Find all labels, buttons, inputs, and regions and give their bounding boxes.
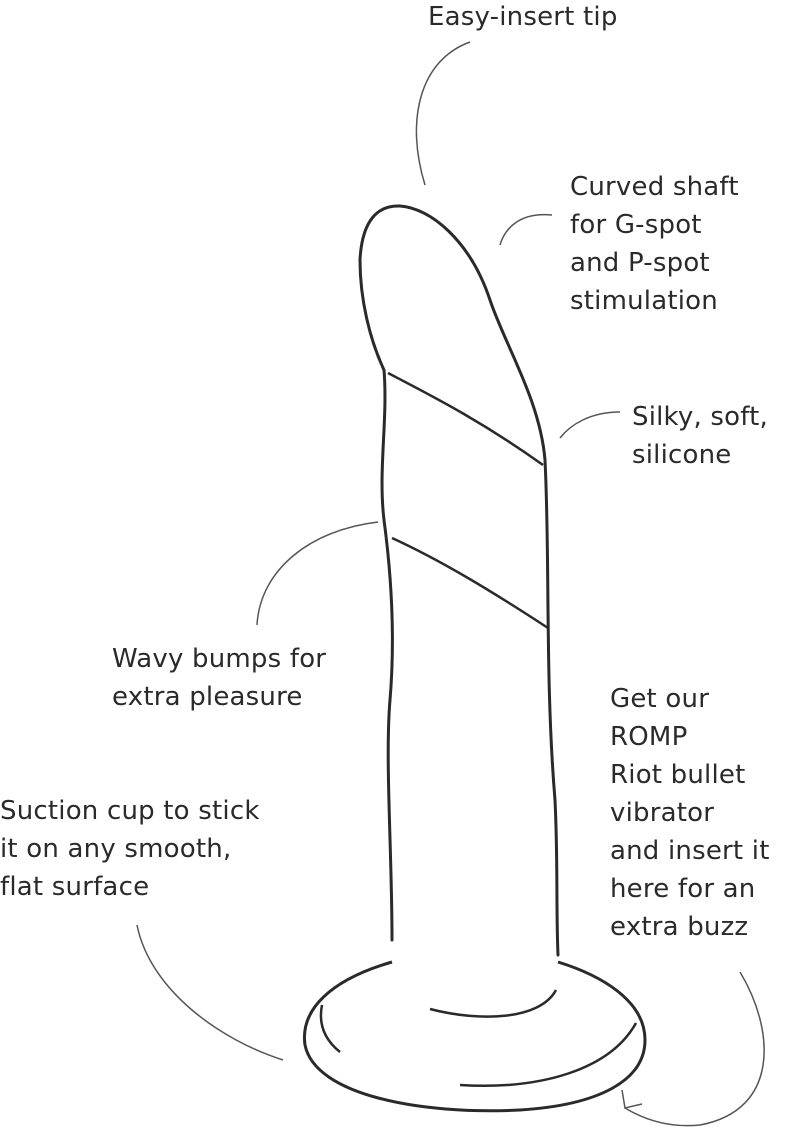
suction-base-outer-icon bbox=[302, 960, 647, 1113]
label-line: extra pleasure bbox=[112, 682, 303, 712]
leader-line-suction bbox=[136, 924, 284, 1061]
label-line: Curved shaft bbox=[570, 172, 739, 202]
arrowhead-icon bbox=[621, 1089, 643, 1109]
label-line: Wavy bumps for bbox=[112, 644, 327, 674]
label-line: extra buzz bbox=[610, 912, 749, 942]
label-line: it on any smooth, bbox=[0, 834, 232, 864]
label-line: stimulation bbox=[570, 286, 718, 316]
label-line: Riot bullet bbox=[610, 760, 746, 790]
leader-line-bullet bbox=[624, 971, 765, 1127]
label-line: Get our bbox=[610, 684, 710, 714]
label-line: vibrator bbox=[610, 798, 715, 828]
leader-line-tip bbox=[415, 41, 471, 186]
label-romp-riot-bullet: Get our ROMP Riot bullet vibrator and in… bbox=[610, 680, 770, 946]
label-line: and P-spot bbox=[570, 248, 710, 278]
label-line: ROMP bbox=[610, 722, 688, 752]
suction-base-inner-rim-icon bbox=[429, 989, 558, 1018]
leader-line-shaft bbox=[499, 213, 553, 246]
leader-line-silicone bbox=[559, 411, 621, 439]
label-line: Easy-insert tip bbox=[428, 2, 618, 32]
suction-base-inner-left-icon bbox=[319, 1004, 341, 1053]
label-line: flat surface bbox=[0, 872, 150, 902]
label-line: here for an bbox=[610, 874, 756, 904]
label-curved-shaft: Curved shaft for G-spot and P-spot stimu… bbox=[570, 168, 739, 320]
product-outline-icon bbox=[358, 204, 560, 957]
label-easy-insert-tip: Easy-insert tip bbox=[428, 0, 618, 36]
label-wavy-bumps: Wavy bumps for extra pleasure bbox=[112, 640, 326, 716]
label-line: Suction cup to stick bbox=[0, 796, 260, 826]
suction-base-inner-lower-icon bbox=[459, 1022, 638, 1087]
label-line: Silky, soft, bbox=[632, 402, 769, 432]
label-line: and insert it bbox=[610, 836, 770, 866]
label-line: silicone bbox=[632, 440, 732, 470]
band-line-lower-icon bbox=[391, 536, 549, 630]
label-silicone: Silky, soft, silicone bbox=[632, 398, 768, 474]
band-line-upper-icon bbox=[387, 371, 544, 467]
leader-line-bumps bbox=[256, 521, 379, 626]
label-line: for G-spot bbox=[570, 210, 702, 240]
label-suction-cup: Suction cup to stick it on any smooth, f… bbox=[0, 792, 260, 906]
